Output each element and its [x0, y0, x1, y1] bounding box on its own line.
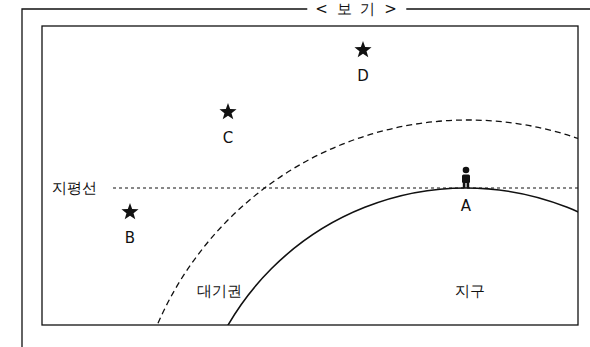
outer-frame	[22, 9, 590, 347]
region-label: 대기권	[197, 283, 242, 300]
horizon-label: 지평선	[52, 180, 97, 197]
frame-title: < 보 기 >	[307, 1, 406, 18]
inner-frame	[42, 26, 578, 325]
earth-surface	[191, 188, 578, 325]
star-label: B	[125, 230, 135, 247]
star-label: C	[223, 130, 233, 147]
observer-figure	[462, 167, 470, 188]
star-label: D	[357, 68, 369, 85]
star-symbol	[354, 41, 371, 57]
star-symbol	[121, 203, 138, 219]
star-symbol	[219, 103, 236, 119]
horizon-line	[113, 188, 578, 189]
region-label: 지구	[455, 283, 485, 300]
observer-label: A	[461, 198, 471, 215]
atmosphere-boundary	[130, 120, 578, 325]
